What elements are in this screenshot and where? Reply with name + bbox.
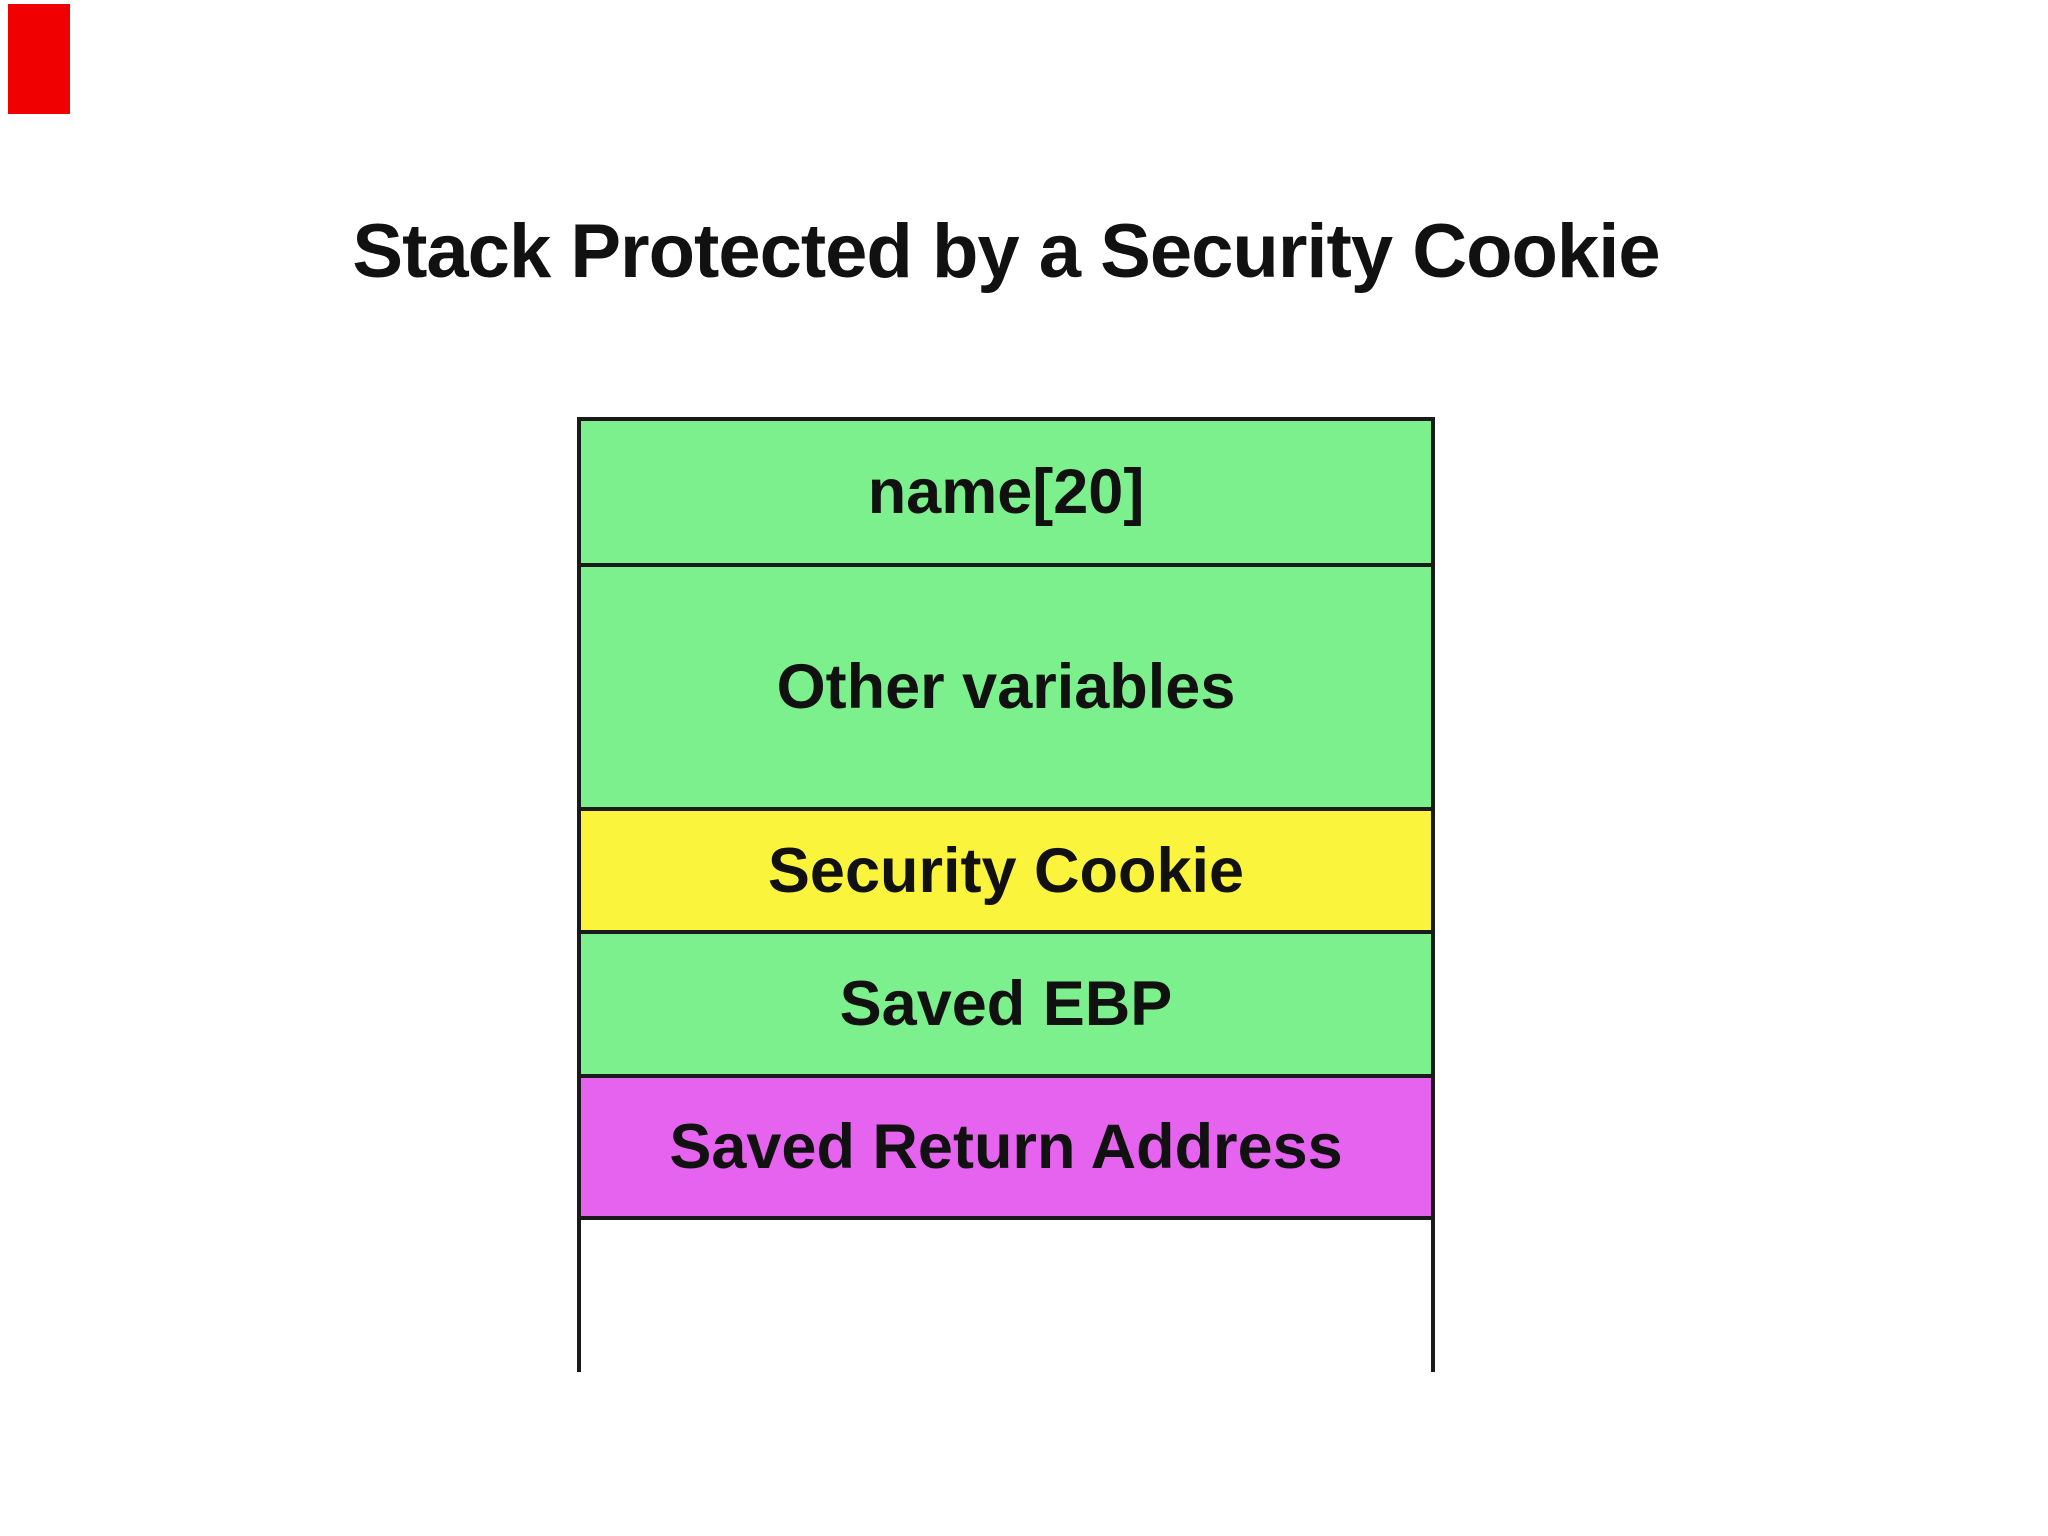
segment-other-variables-label: Other variables	[776, 652, 1236, 722]
page-title: Stack Protected by a Security Cookie	[352, 209, 1660, 294]
segment-saved-return-address: Saved Return Address	[581, 1078, 1431, 1220]
segment-security-cookie: Security Cookie	[581, 811, 1431, 934]
stack-diagram: name[20] Other variables Security Cookie…	[577, 417, 1435, 1372]
segment-empty	[581, 1220, 1431, 1372]
segment-name20: name[20]	[581, 421, 1431, 567]
segment-saved-ebp: Saved EBP	[581, 934, 1431, 1078]
segment-security-cookie-label: Security Cookie	[767, 835, 1245, 906]
segment-name20-label: name[20]	[867, 457, 1145, 527]
segment-saved-return-address-label: Saved Return Address	[669, 1112, 1343, 1182]
segment-saved-ebp-label: Saved EBP	[839, 969, 1173, 1039]
red-marker	[8, 4, 70, 114]
segment-other-variables: Other variables	[581, 567, 1431, 811]
